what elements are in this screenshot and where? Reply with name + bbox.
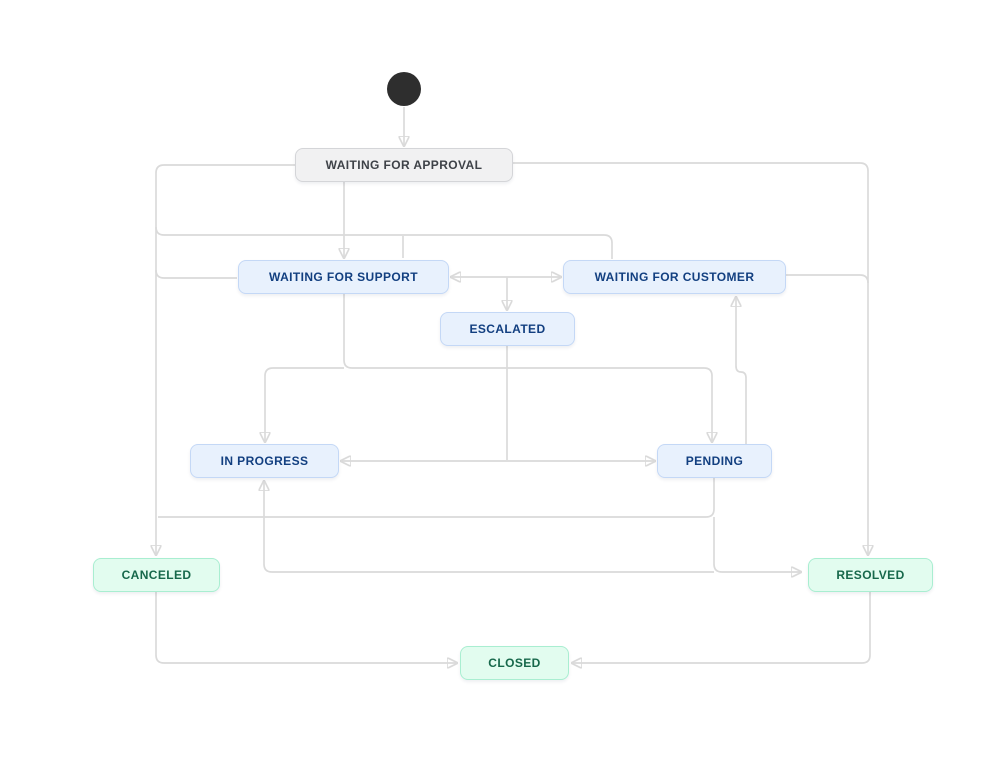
edge-canceled-to-closed [155,592,457,663]
state-resolved[interactable]: RESOLVED [808,558,933,592]
edge-left-rail-to-support-side [155,269,237,279]
state-waiting-for-support[interactable]: WAITING FOR SUPPORT [238,260,449,294]
state-canceled[interactable]: CANCELED [93,558,220,592]
edge-rail368-to-pending [343,294,712,442]
edge-approval-left-rail-to-canceled [156,164,295,555]
edge-pending-to-resolved [713,517,801,572]
edge-rail368-to-inprogress [265,367,344,442]
state-pending[interactable]: PENDING [657,444,772,478]
state-escalated[interactable]: ESCALATED [440,312,575,346]
state-closed[interactable]: CLOSED [460,646,569,680]
edge-pending-to-left-rail [158,478,715,518]
state-waiting-for-customer[interactable]: WAITING FOR CUSTOMER [563,260,786,294]
edge-approval-right-rail-to-resolved [513,162,868,555]
state-waiting-for-approval[interactable]: WAITING FOR APPROVAL [295,148,513,182]
start-node[interactable] [387,72,421,106]
edge-pending-to-customer [736,297,747,444]
state-in-progress[interactable]: IN PROGRESS [190,444,339,478]
edge-rail572-to-inprogress [264,481,714,573]
edge-resolved-to-closed [572,592,871,663]
edge-customer-to-right-rail [786,274,869,284]
edge-top-rail-to-customer [155,226,613,259]
